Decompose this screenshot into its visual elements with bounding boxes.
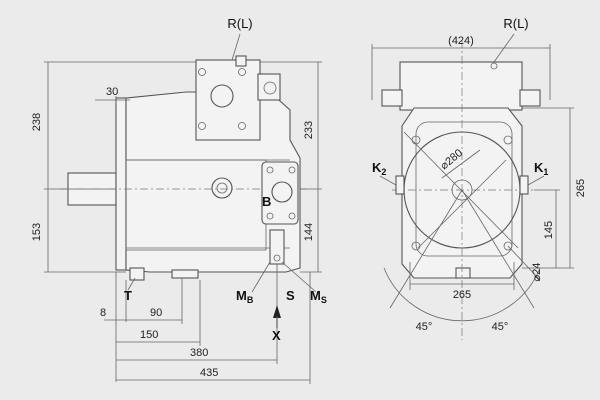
- x-arrow-icon: [273, 305, 281, 318]
- foot: [171, 269, 199, 279]
- front-right-fitting: [519, 89, 541, 107]
- angle-right: 45°: [492, 321, 509, 333]
- dim-145: 145: [543, 221, 555, 239]
- angle-arc: [383, 267, 541, 322]
- bolt-hole: [266, 212, 274, 220]
- angle-left: 45°: [416, 321, 433, 333]
- fitting-nut: [263, 81, 277, 95]
- front-top-block: [399, 61, 523, 111]
- front-dimensions: [371, 33, 574, 290]
- side-view: R(L) 238 153 233 144 30 8 90 150 380 435…: [31, 16, 327, 384]
- dim-238: 238: [31, 113, 43, 131]
- dim-8: 8: [100, 307, 106, 319]
- label-k1: K1: [534, 160, 548, 177]
- bolt-hole: [238, 68, 246, 76]
- diagonal: [417, 159, 507, 249]
- dim-265-vertical: 265: [575, 179, 587, 197]
- ms-port: [273, 254, 281, 262]
- mount-hole: [503, 241, 513, 251]
- bolt-hole: [238, 122, 246, 130]
- label-x: X: [272, 328, 281, 343]
- front-port-label: R(L): [503, 16, 528, 31]
- dim-90: 90: [150, 307, 162, 319]
- dim-144: 144: [303, 223, 315, 241]
- drain-port: [129, 267, 145, 281]
- lower-port: [269, 229, 285, 265]
- dim-435: 435: [200, 367, 218, 379]
- mounting-flange: [115, 97, 127, 271]
- label-b: B: [262, 194, 271, 209]
- center-port-inner: [216, 182, 228, 194]
- bolt-hole: [198, 68, 206, 76]
- port-bore: [210, 84, 234, 108]
- dim-380: 380: [190, 347, 208, 359]
- label-ms: MS: [310, 288, 327, 305]
- dim-150: 150: [140, 329, 158, 341]
- side-port-label: R(L): [227, 16, 252, 31]
- angle-leg: [461, 189, 535, 309]
- side-fitting: [257, 73, 281, 101]
- side-dimensions: [44, 33, 322, 384]
- port-cap: [235, 55, 247, 67]
- bolt-hole: [288, 166, 296, 174]
- label-s: S: [286, 288, 295, 303]
- bolt-hole: [198, 122, 206, 130]
- label-k2: K2: [372, 160, 386, 177]
- dim-153: 153: [31, 223, 43, 241]
- front-drain: [455, 267, 471, 279]
- dim-424: (424): [448, 35, 474, 47]
- k1-port: [519, 175, 529, 195]
- k2-port: [395, 175, 405, 195]
- dim-233: 233: [303, 121, 315, 139]
- dim-dia-24: ⌀24: [531, 263, 543, 282]
- label-t: T: [124, 288, 132, 303]
- dim-265-horizontal: 265: [453, 289, 471, 301]
- front-face: [415, 121, 513, 257]
- front-view: R(L) (424) K2 K1 ⌀280 265 145 ⌀24 265 45…: [371, 16, 587, 340]
- angle-leg: [389, 189, 463, 309]
- front-left-fitting: [381, 89, 403, 107]
- label-mb: MB: [236, 288, 254, 305]
- bolt-hole: [288, 212, 296, 220]
- b-port-plate: [261, 161, 299, 225]
- b-port-bore: [271, 181, 293, 203]
- center-port: [211, 177, 233, 199]
- diagonal: [403, 131, 519, 249]
- bolt-hole: [266, 166, 274, 174]
- bolt-hole: [490, 62, 498, 70]
- mount-hole: [503, 135, 513, 145]
- front-flange: [401, 107, 523, 279]
- dim-30: 30: [106, 86, 118, 98]
- top-port-block: [195, 59, 261, 141]
